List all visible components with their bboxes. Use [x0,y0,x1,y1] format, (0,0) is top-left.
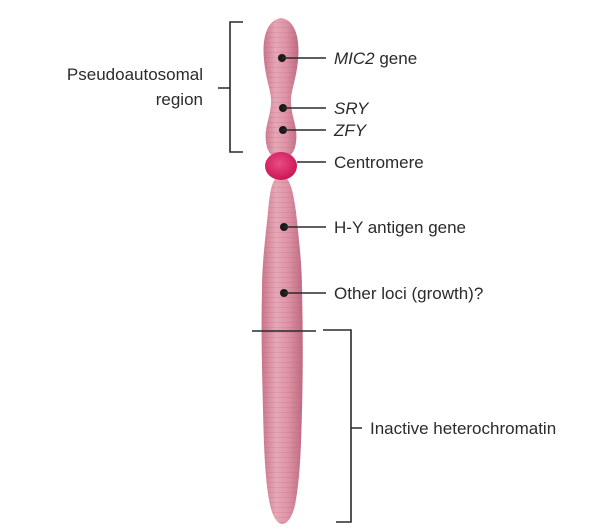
centromere-shape [265,152,297,180]
other-loci-label: Other loci (growth)? [334,284,483,303]
mic2-gene-symbol: MIC2 [334,49,375,68]
zfy-label: ZFY [333,121,368,140]
sry-label: SRY [334,99,370,118]
pseudoautosomal-bracket [218,22,243,152]
mic2-gene-suffix: gene [375,49,418,68]
heterochromatin-label: Inactive heterochromatin [370,419,556,438]
pseudoautosomal-label-line1: Pseudoautosomal [67,65,203,84]
centromere-label: Centromere [334,153,424,172]
heterochromatin-bracket [323,330,362,522]
mic2-gene-label: MIC2 gene [334,49,417,68]
hy-antigen-label: H-Y antigen gene [334,218,466,237]
pseudoautosomal-label-line2: region [156,90,203,109]
